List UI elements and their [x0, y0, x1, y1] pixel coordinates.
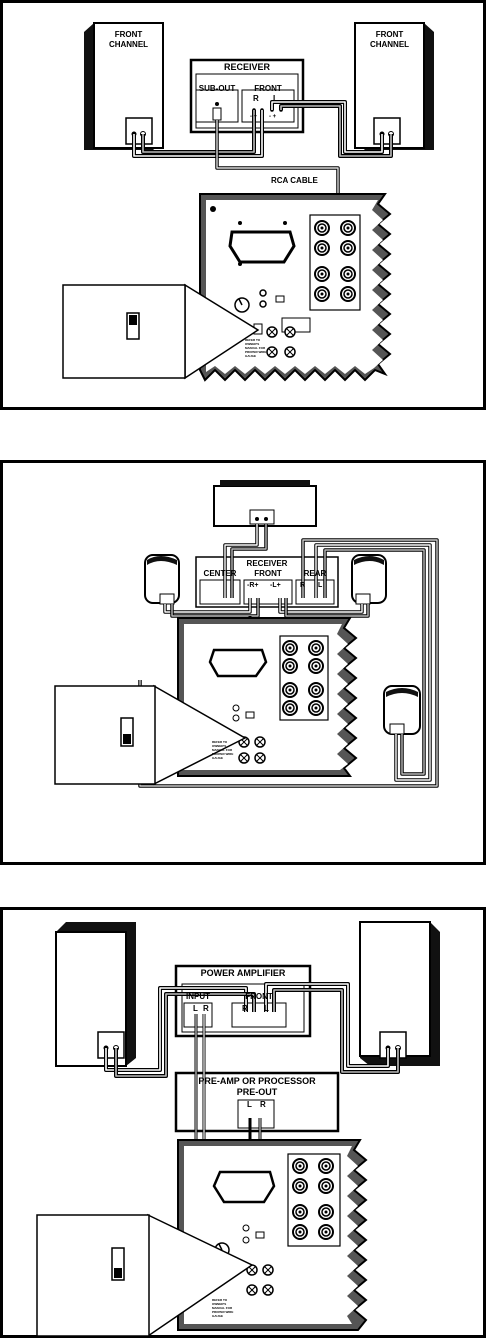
front-l-2: -L+ — [270, 582, 281, 589]
center-speaker — [213, 480, 317, 527]
panel-note-3: REFER TO OWNER'S MANUAL FOR PROPER WIRE … — [212, 1298, 234, 1318]
input-label: INPUT — [186, 992, 210, 1001]
left-front-speaker-2 — [144, 554, 180, 605]
rear-l-2: L — [318, 582, 323, 589]
front-label-1: FRONT — [254, 84, 282, 93]
front-label-2: FRONT — [254, 569, 282, 578]
polarity-right-1: - + — [269, 114, 277, 120]
switch-callout-3 — [36, 1213, 254, 1338]
front-r-3: R — [242, 1004, 248, 1013]
right-front-speaker-2 — [351, 554, 387, 605]
preout-l: L — [247, 1100, 252, 1109]
right-front-speaker-3 — [359, 921, 440, 1066]
amp-title: POWER AMPLIFIER — [200, 968, 286, 978]
left-front-speaker-3 — [55, 922, 136, 1067]
front-label-3: FRONT — [245, 992, 273, 1001]
diagram-2 — [0, 460, 486, 865]
receiver-title-1: RECEIVER — [223, 62, 270, 72]
front-l-3: L — [264, 1004, 269, 1013]
right-speaker-terminal-plate — [373, 117, 401, 145]
front-r-1: R — [253, 94, 259, 103]
input-r: R — [203, 1004, 209, 1013]
left-speaker-label-1: FRONT CHANNEL — [108, 30, 149, 49]
preamp-title: PRE-AMP OR PROCESSOR — [198, 1076, 316, 1086]
right-speaker-label-1: FRONT CHANNEL — [369, 30, 410, 49]
center-label: CENTER — [203, 569, 237, 578]
subwoofer-panel-3 — [177, 1139, 368, 1331]
rear-r-2: R — [300, 582, 306, 589]
right-front-speaker — [354, 22, 434, 150]
left-speaker-terminal-plate — [125, 117, 153, 145]
speaker-wires-1 — [132, 100, 393, 330]
diagram-3 — [0, 907, 486, 1338]
panel-note-2: REFER TO OWNER'S MANUAL FOR PROPER WIRE … — [212, 740, 234, 760]
receiver-title-2: RECEIVER — [246, 559, 288, 568]
rear-speaker-2 — [383, 685, 421, 735]
diagram-1: RCA CABLE — [0, 0, 486, 410]
switch-callout-2 — [54, 684, 247, 786]
input-l: L — [193, 1004, 198, 1013]
rear-label: REAR — [303, 569, 327, 578]
rca-cable-label: RCA CABLE — [271, 176, 318, 185]
front-l-1: L — [273, 94, 278, 103]
left-front-speaker — [84, 22, 164, 150]
preout-r: R — [260, 1100, 266, 1109]
front-r-2: -R+ — [247, 582, 259, 589]
polarity-left-1: - + — [250, 114, 258, 120]
sub-out-label: SUB-OUT — [198, 84, 236, 93]
subwoofer-panel-1 — [199, 193, 392, 382]
preout-label: PRE-OUT — [236, 1087, 278, 1097]
speaker-wires-2 — [138, 524, 439, 788]
switch-callout-1 — [62, 283, 260, 380]
panel-note-1: REFER TO OWNER'S MANUAL FOR PROPER WIRE … — [245, 338, 267, 358]
